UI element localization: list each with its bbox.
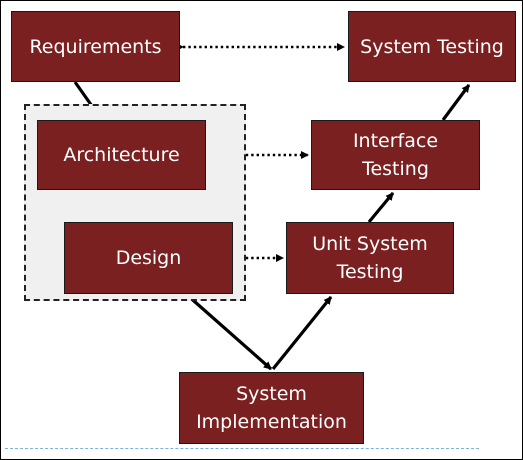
system-implementation-node: System Implementation [179,372,364,444]
flow-arrow-interface_testing-to-system_testing [441,84,471,121]
interface-testing-node: Interface Testing [311,120,480,190]
system-testing-node: System Testing [348,11,516,82]
page-divider [5,448,479,449]
requirements-node: Requirements [11,11,180,82]
design-node: Design [64,222,233,294]
flow-arrow-design-to-implementation [184,292,273,371]
flow-arrow-implementation-to-unit_testing [271,295,333,371]
unit-system-testing-node: Unit System Testing [286,222,454,294]
architecture-node: Architecture [37,120,206,190]
flow-arrow-unit_testing-to-interface_testing [367,191,395,224]
